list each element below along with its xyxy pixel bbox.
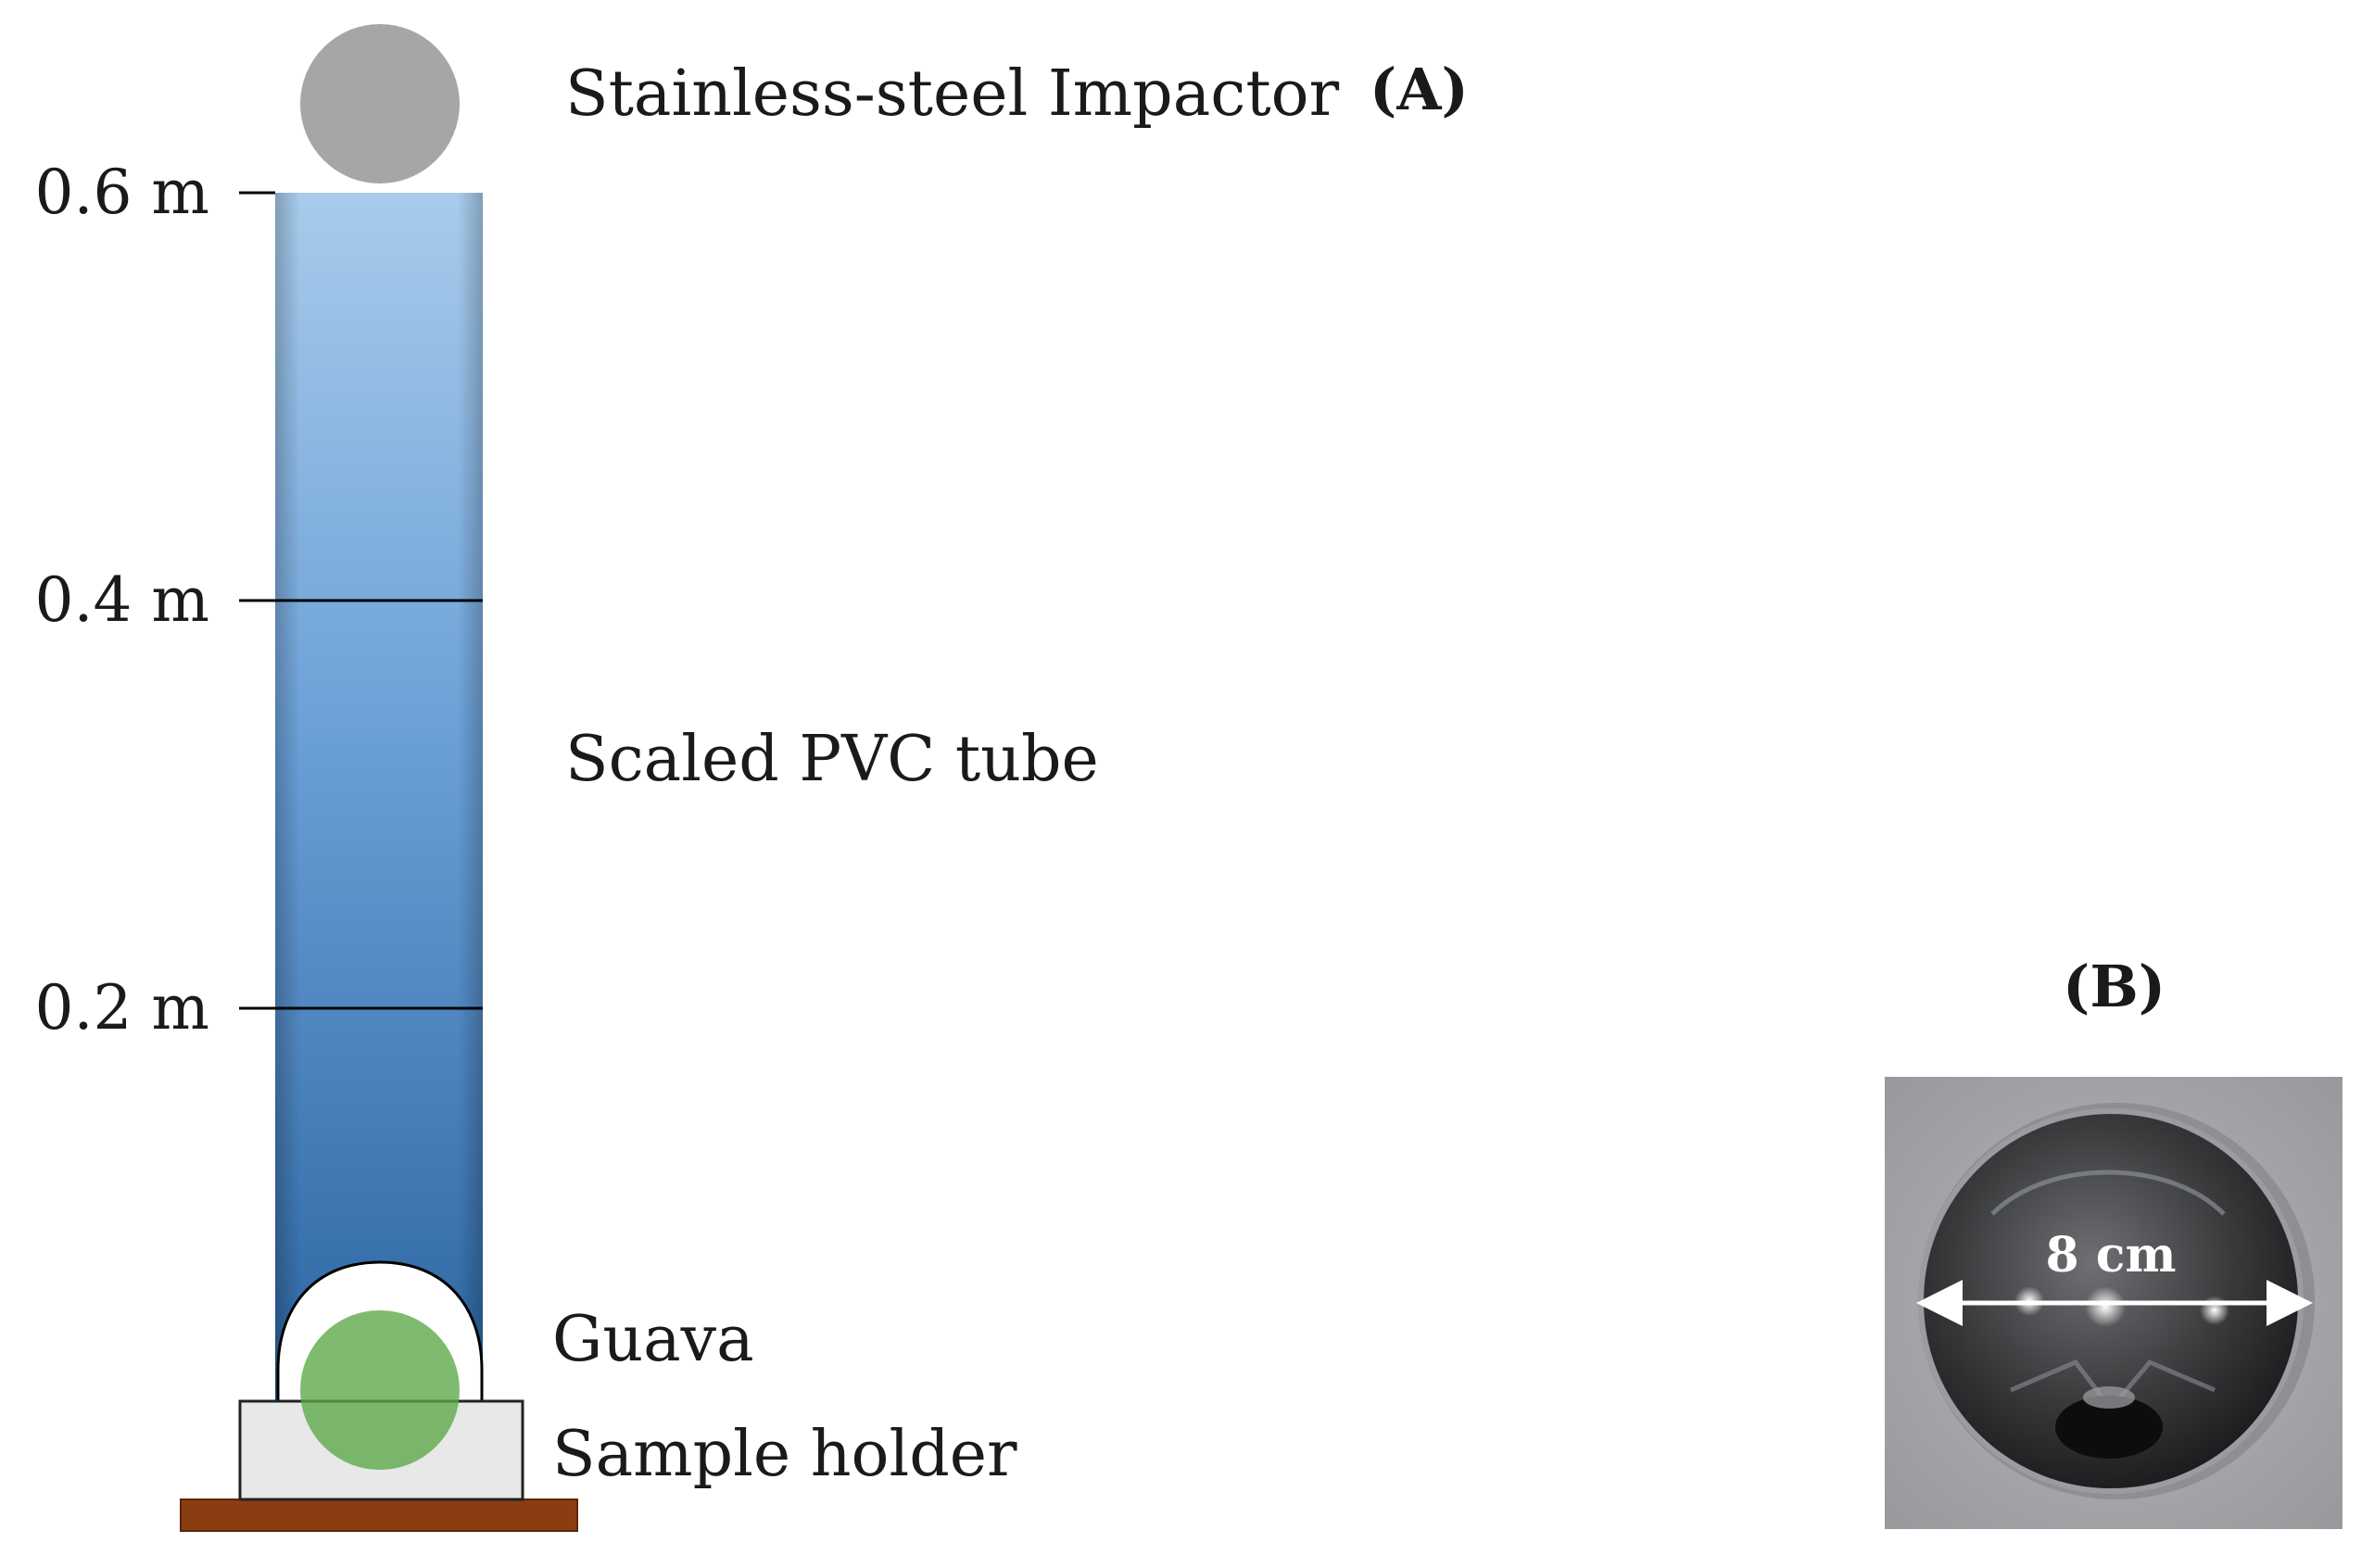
impactor-ball	[300, 24, 460, 183]
scale-tick-label: 0.6 m	[34, 157, 209, 228]
scale-tick-label: 0.4 m	[34, 564, 209, 636]
pvc-tube-shading	[275, 193, 483, 1416]
ball-dark-spot-rim	[2083, 1386, 2135, 1409]
height-scale: 0.6 m 0.4 m 0.2 m	[34, 157, 483, 1043]
glint-right	[2200, 1296, 2229, 1325]
panel-a: 0.6 m 0.4 m 0.2 m Stainless-steel Impactor…	[34, 24, 1469, 1532]
guava-label: Guava	[552, 1303, 754, 1376]
ball-dark-spot	[2055, 1396, 2163, 1459]
panel-b: (B) 8 cm	[1885, 953, 2342, 1529]
tube-label: Scaled PVC tube	[565, 723, 1099, 796]
glint-center	[2085, 1286, 2126, 1327]
base-board	[180, 1498, 578, 1532]
ball-reflection	[1990, 1170, 2226, 1216]
impactor-label: Stainless-steel Impactor	[565, 57, 1340, 131]
scale-tick-label: 0.2 m	[34, 972, 209, 1043]
guava-fruit	[300, 1310, 460, 1470]
panel-a-label: (A)	[1370, 56, 1469, 123]
diameter-label: 8 cm	[2046, 1227, 2177, 1283]
panel-b-label: (B)	[2063, 953, 2166, 1020]
sample-holder-label: Sample holder	[552, 1418, 1017, 1491]
